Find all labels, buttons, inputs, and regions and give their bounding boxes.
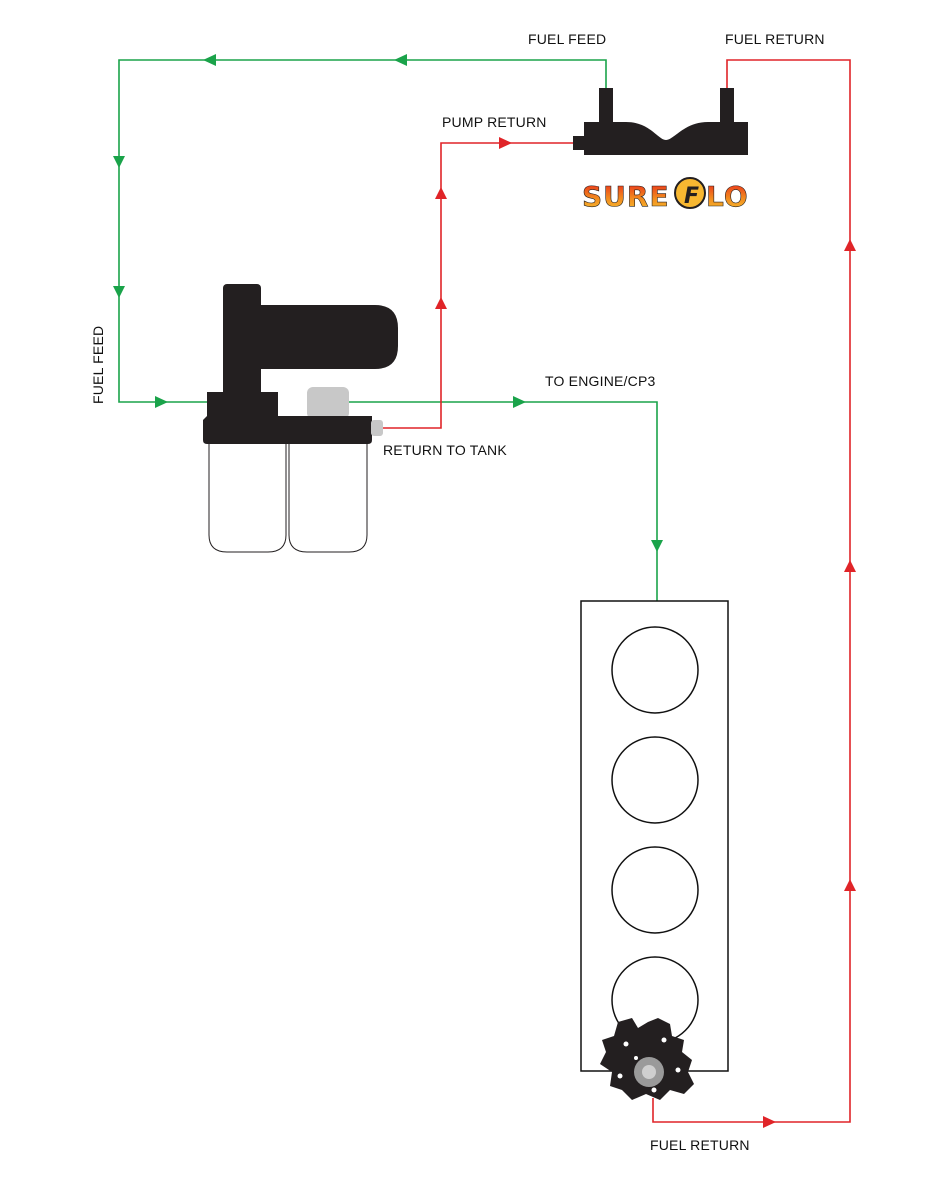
logo-badge-letter: F xyxy=(684,184,699,209)
label-fuel-feed-top: FUEL FEED xyxy=(528,31,606,47)
manifold-body xyxy=(584,122,748,155)
cylinder xyxy=(611,846,699,934)
arrow-left xyxy=(203,54,216,66)
arrow-right xyxy=(513,396,526,408)
cylinder xyxy=(611,626,699,714)
filter-canister-left xyxy=(208,442,287,553)
label-fuel-feed-side: FUEL FEED xyxy=(90,326,106,404)
arrow-up xyxy=(435,297,447,309)
lift-pump-assembly xyxy=(203,284,398,553)
cp3-injection-pump xyxy=(600,1018,694,1100)
label-fuel-return-top: FUEL RETURN xyxy=(725,31,825,47)
fuel-feed-line xyxy=(118,59,607,403)
sureflo-manifold xyxy=(573,88,748,155)
arrow-up xyxy=(844,560,856,572)
bolt xyxy=(675,1067,681,1073)
label-return-to-tank: RETURN TO TANK xyxy=(383,442,507,458)
logo-text-left: SURE xyxy=(582,180,670,213)
fuel-return-line xyxy=(652,59,851,1123)
bolt xyxy=(617,1073,623,1079)
manifold-return-port xyxy=(720,88,734,128)
arrow-left xyxy=(394,54,407,66)
pump-motor-body xyxy=(250,305,398,369)
arrow-right xyxy=(155,396,168,408)
arrow-right xyxy=(763,1116,776,1128)
cp3-shaft-center xyxy=(642,1065,656,1079)
return-port-fitting xyxy=(371,420,383,436)
arrow-down xyxy=(651,540,663,552)
bolt xyxy=(651,1087,657,1093)
sureflo-logo: SURE F LO xyxy=(582,177,749,213)
feed-arrows xyxy=(113,54,663,552)
cp3-bolts xyxy=(617,1037,681,1093)
bolt xyxy=(623,1041,629,1047)
filter-canister-right xyxy=(288,442,368,553)
manifold-inlet-port xyxy=(573,136,585,150)
engine-block xyxy=(580,600,729,1072)
arrow-up xyxy=(844,879,856,891)
manifold-feed-port xyxy=(599,88,613,128)
feed-lines xyxy=(118,59,658,602)
bolt xyxy=(634,1056,638,1060)
arrow-down xyxy=(113,286,125,298)
bolt xyxy=(661,1037,667,1043)
cylinder xyxy=(611,736,699,824)
return-arrows xyxy=(435,137,856,1128)
label-to-engine: TO ENGINE/CP3 xyxy=(545,373,655,389)
to-engine-line xyxy=(348,401,658,602)
logo-text-right: LO xyxy=(706,180,749,213)
arrow-right xyxy=(499,137,512,149)
label-pump-return: PUMP RETURN xyxy=(442,114,547,130)
arrow-up xyxy=(435,187,447,199)
label-fuel-return-bottom: FUEL RETURN xyxy=(650,1137,750,1153)
arrow-down xyxy=(113,156,125,168)
labels: FUEL FEED FUEL RETURN PUMP RETURN FUEL F… xyxy=(90,31,825,1153)
logo-badge xyxy=(674,177,706,209)
pump-base xyxy=(203,392,372,444)
arrow-up xyxy=(844,239,856,251)
pump-fitting xyxy=(307,387,349,419)
